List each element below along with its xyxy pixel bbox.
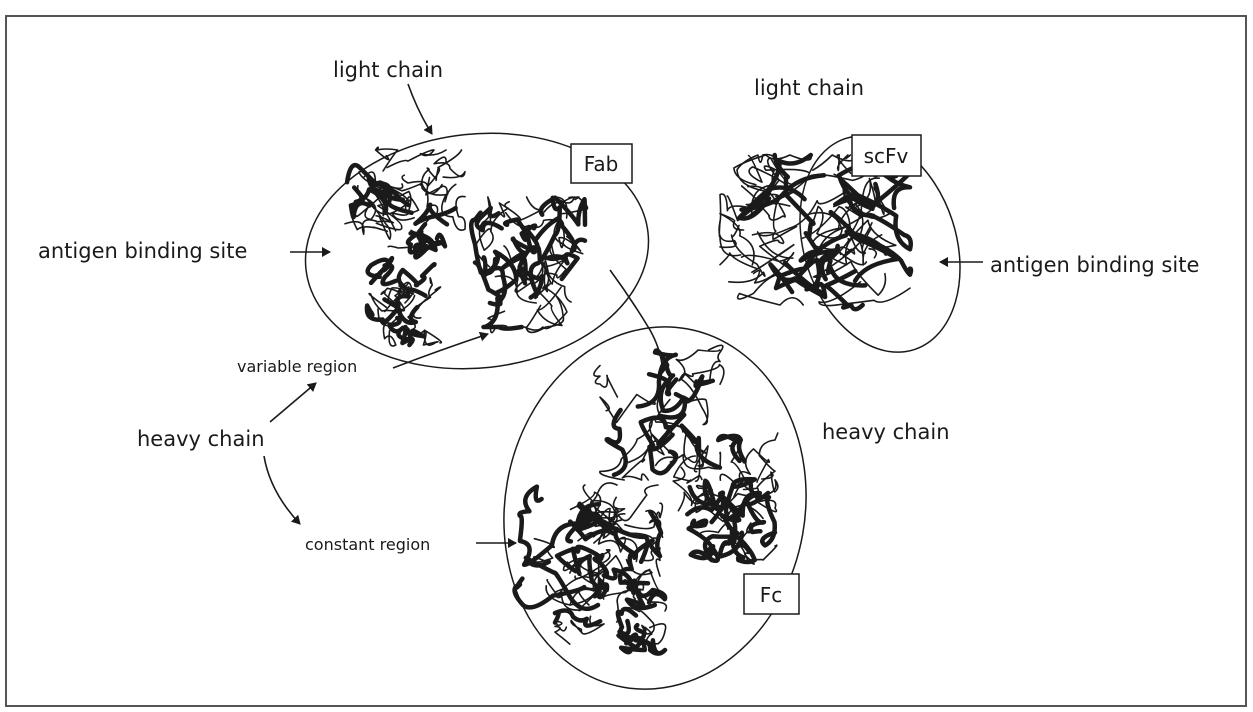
fab-light-chain-ribbon [426,177,456,201]
scfv-ribbon [720,245,794,273]
heavy-chain-left-label: heavy chain [137,427,265,451]
fc-lower-ribbon [620,621,645,640]
scfv-box: scFv [852,135,921,176]
fc-left-ribbon [519,487,541,540]
fab-label: Fab [584,152,619,176]
fc-upper-ribbon [682,426,720,468]
scfv-ribbon [720,214,754,265]
light-chain-right-label: light chain [754,76,864,100]
fc-lower-ribbon [595,584,607,597]
fc-lower-ribbon [555,621,570,644]
antigen-binding-site-left-label: antigen binding site [38,239,247,263]
arrow-heavy-to-constant [264,456,300,524]
light-chain-left-label: light chain [333,58,443,82]
fab-light-chain-ribbon [415,205,455,225]
fc-label: Fc [760,583,783,607]
scfv-label: scFv [864,144,909,168]
variable-region-label: variable region [237,357,357,376]
heavy-chain-right-label: heavy chain [822,420,950,444]
fc-upper-ribbon [607,410,626,475]
fab-heavy-chain-ribbon [483,298,521,328]
fab-variable-ribbon [402,327,423,345]
fc-upper-ribbon [594,366,618,397]
figure-frame [6,16,1246,706]
fab-variable-ribbon [422,330,441,345]
protein-ribbon-structures [345,147,911,653]
antigen-binding-site-right-label: antigen binding site [990,253,1199,277]
arrow-heavy-to-variable [270,383,316,422]
fab-heavy-chain-ribbon [499,197,541,220]
fab-box: Fab [571,144,632,183]
fc-box: Fc [744,574,799,614]
arrow-light-chain-left [408,84,432,134]
fab-heavy-chain-ribbon [475,263,505,302]
constant-region-label: constant region [305,535,430,554]
